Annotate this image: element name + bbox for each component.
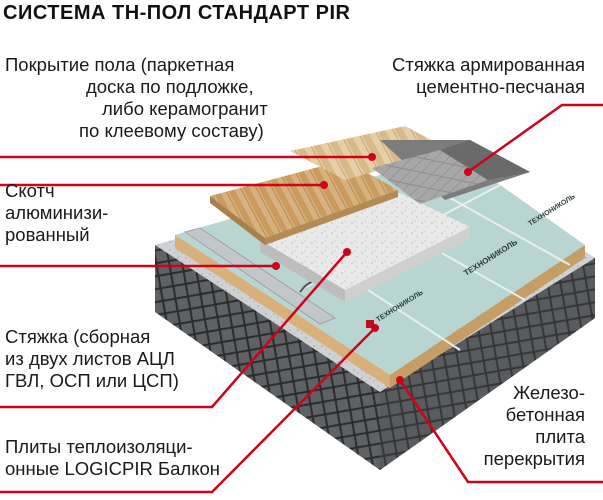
label-line: плита: [535, 426, 585, 447]
parquet-floor: [210, 126, 450, 245]
label-line: цементно-песчаная: [416, 76, 585, 97]
label-line: алюминизи-: [5, 202, 109, 223]
label-line: либо керамогранит: [102, 98, 268, 119]
diagram-title: СИСТЕМА ТН-ПОЛ СТАНДАРТ PIR: [3, 2, 351, 24]
label-line: Скотч: [5, 180, 55, 201]
label-line: перекрытия: [483, 448, 585, 469]
label-line: бетонная: [505, 404, 585, 425]
label-line: Стяжка армированная: [391, 54, 585, 75]
label-line: доска по подложке,: [86, 76, 254, 97]
leader-dot: [396, 376, 404, 384]
leader-dot: [272, 262, 280, 270]
label-line: Плиты теплоизоляци-: [5, 436, 193, 457]
label-floor-cover: Покрытие пола (паркетная доска по подлож…: [5, 54, 268, 142]
label-tape: Скотч алюминизи- рованный: [5, 180, 108, 246]
label-line: рованный: [5, 224, 90, 245]
leader-dot: [371, 324, 379, 332]
label-slab: Железо- бетонная плита перекрытия: [484, 382, 585, 470]
label-line: Стяжка (сборная: [5, 326, 151, 347]
leader-dot: [368, 153, 376, 161]
brand-logo-icon: [366, 320, 374, 328]
label-line: Покрытие пола (паркетная: [5, 54, 235, 75]
leader-screed-assembled: [0, 251, 348, 409]
label-line: по клеевому составу): [79, 120, 264, 141]
label-line: ГВЛ, ОСП или ЦСП): [5, 370, 179, 391]
leader-slab: [398, 379, 603, 484]
assembled-screed: [260, 193, 470, 302]
label-line: из двух листов АЦЛ: [5, 348, 175, 369]
leader-lines: [0, 103, 603, 494]
leader-insulation: [0, 327, 376, 494]
leader-dot: [320, 181, 328, 189]
label-line: Железо-: [513, 382, 585, 403]
label-insulation: Плиты теплоизоляци- онные LOGICPIR Балко…: [5, 436, 220, 480]
leader-screed-reinforced: [467, 103, 603, 174]
label-screed-assembled: Стяжка (сборная из двух листов АЦЛ ГВЛ, …: [5, 326, 179, 392]
leader-dot: [464, 168, 472, 176]
label-screed-reinforced: Стяжка армированная цементно-песчаная: [392, 54, 585, 98]
leader-dot: [343, 248, 351, 256]
label-line: онные LOGICPIR Балкон: [5, 458, 221, 479]
